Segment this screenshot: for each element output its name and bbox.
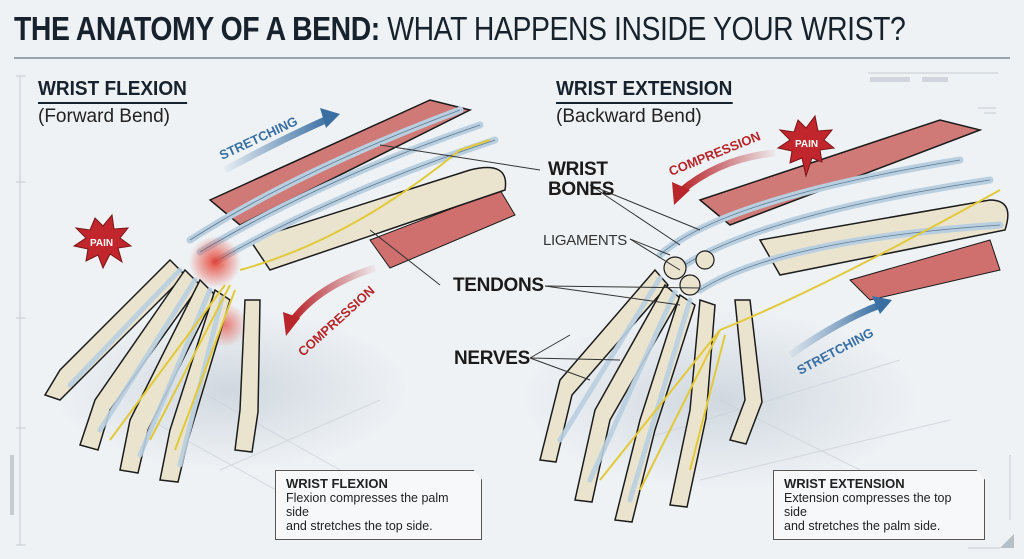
title-light: WHAT HAPPENS INSIDE YOUR WRIST?	[387, 10, 906, 47]
flexion-infobox: WRIST FLEXION Flexion compresses the pal…	[275, 470, 482, 540]
extension-hand	[520, 119, 1009, 523]
title-divider	[14, 57, 1010, 59]
wrist-bones-line2: BONES	[548, 179, 615, 200]
flexion-heading: WRIST FLEXION	[38, 78, 187, 104]
flexion-compression-arrow	[283, 264, 377, 336]
extension-heading-block: WRIST EXTENSION (Backward Bend)	[556, 78, 742, 128]
top-right-decoration	[868, 72, 998, 114]
flexion-infobox-line1: Flexion compresses the palm side	[286, 491, 449, 519]
flexion-infobox-line2: and stretches the top side.	[286, 519, 433, 533]
title-bold: THE ANATOMY OF A BEND:	[14, 10, 380, 47]
flexion-infobox-heading: WRIST FLEXION	[286, 476, 388, 491]
page-title: THE ANATOMY OF A BEND: WHAT HAPPENS INSI…	[14, 10, 906, 48]
extension-infobox-line2: and stretches the palm side.	[784, 519, 941, 533]
flexion-subheading: (Forward Bend)	[38, 106, 170, 127]
wrist-bones-line1: WRIST	[548, 159, 608, 180]
left-ruler-decoration	[10, 75, 26, 546]
extension-pain-label: PAIN	[795, 139, 818, 150]
extension-pain-burst	[776, 114, 836, 178]
wrist-bones-label: WRIST BONES	[548, 160, 614, 200]
flexion-pain-label: PAIN	[90, 238, 113, 249]
extension-stretching-arrow	[787, 296, 892, 358]
flexion-pain-burst	[72, 213, 133, 270]
extension-infobox-line1: Extension compresses the top side	[784, 491, 952, 519]
nerves-label: NERVES	[454, 348, 530, 369]
bottom-right-decoration	[968, 455, 1014, 549]
flexion-heading-block: WRIST FLEXION (Forward Bend)	[38, 78, 195, 128]
extension-infobox-heading: WRIST EXTENSION	[784, 476, 905, 491]
extension-infobox: WRIST EXTENSION Extension compresses the…	[773, 470, 985, 540]
tendons-label: TENDONS	[453, 275, 544, 296]
ligaments-label: LIGAMENTS	[543, 232, 627, 249]
flexion-hand	[43, 99, 516, 483]
extension-compression-arrow	[672, 149, 776, 205]
callout-leaders	[369, 144, 701, 381]
extension-subheading: (Backward Bend)	[556, 106, 702, 127]
flexion-stretching-arrow	[223, 108, 340, 174]
extension-heading: WRIST EXTENSION	[556, 78, 733, 104]
